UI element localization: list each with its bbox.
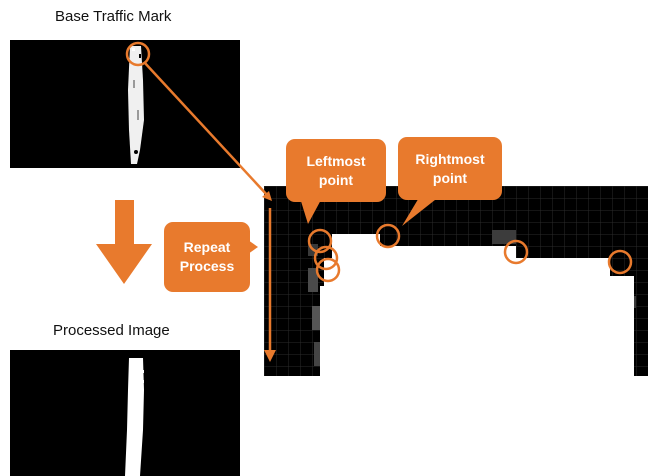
rightmost-callout-tail [402,196,440,226]
leftmost-point-callout: Leftmost point [286,139,386,202]
base-mark-shape [128,46,144,164]
repeat-callout-line-2: Process [179,258,235,274]
leftmost-point-circle-2 [313,245,339,271]
repeat-callout-tail [248,240,258,254]
leftmost-callout-line-1: Leftmost [306,152,366,169]
rightmost-point-callout: Rightmost point [398,137,502,200]
leftmost-point-circle-3 [315,257,341,283]
base-mark-highlight-circle [125,41,151,67]
repeat-process-callout: Repeat Process [164,222,250,292]
down-arrow [96,200,152,284]
leftmost-point-circle-1 [307,228,333,254]
processed-image-title: Processed Image [53,322,170,339]
rightmost-point-circle-3 [607,249,633,275]
zoomed-grid [264,186,648,376]
rightmost-callout-line-1: Rightmost [415,150,485,167]
rightmost-point-circle-2 [503,239,529,265]
zoom-connector-arrowhead [262,191,272,201]
leftmost-callout-tail [300,198,322,224]
processed-mark-shape [125,358,144,476]
repeat-callout-line-1: Repeat [183,239,231,255]
base-traffic-mark-image [10,40,240,168]
rightmost-point-circle-1 [375,223,401,249]
rightmost-callout-line-2: point [432,169,468,186]
base-traffic-mark-title: Base Traffic Mark [55,8,172,25]
zoom-connector-arrow [143,61,269,197]
zoomed-grid-panel [264,186,648,376]
processed-image [10,350,240,476]
leftmost-callout-line-2: point [318,171,354,188]
repeat-arrowhead [264,350,276,362]
